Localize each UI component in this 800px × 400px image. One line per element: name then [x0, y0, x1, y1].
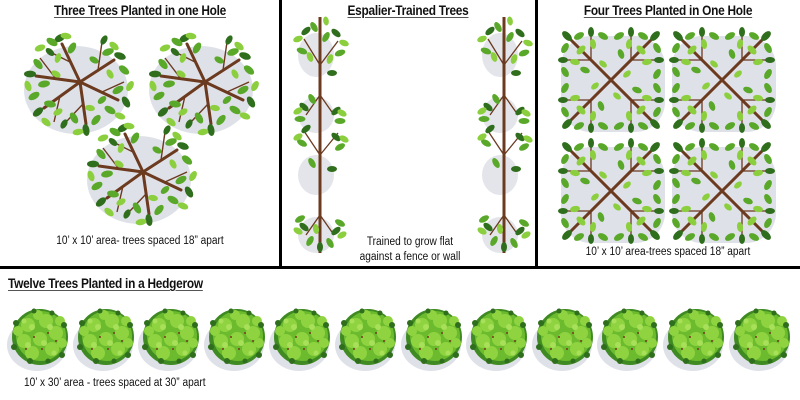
hedge-bush-icon [72, 305, 138, 371]
hedge-bush-icon [7, 305, 72, 371]
panel-title-hedgerow: Twelve Trees Planted in a Hedgerow [8, 276, 203, 291]
hedge-bush-icon [138, 305, 203, 371]
hedge-bush-icon [203, 305, 269, 371]
caption-espalier-line2: against a fence or wall [359, 251, 461, 263]
hedge-bush-icon [400, 305, 466, 371]
hedge-bush-icon [728, 305, 794, 371]
tree-icon-four-4 [666, 135, 778, 247]
caption-espalier: Trained to grow flat against a fence or … [348, 235, 471, 265]
espalier-tree-icon-right [474, 10, 536, 260]
tree-icon-four-3 [555, 135, 667, 247]
tree-icon-four-2 [666, 24, 778, 136]
hedge-bush-icon [531, 305, 597, 371]
caption-three-trees: 10’ x 10’ area- trees spaced 18” apart [56, 235, 224, 247]
espalier-tree-icon-left [290, 10, 352, 260]
caption-hedgerow: 10’ x 30’ area - trees spaced at 30” apa… [24, 377, 206, 389]
caption-espalier-line1: Trained to grow flat [366, 236, 454, 248]
divider-vertical-left [279, 0, 282, 268]
hedge-bush-icon [597, 305, 662, 371]
hedge-bush-icon [466, 305, 531, 371]
tree-icon-four-1 [555, 24, 667, 136]
caption-four-trees: 10’ x 10’ area-trees spaced 18” apart [585, 246, 751, 258]
panel-title-espalier: Espalier-Trained Trees [347, 3, 469, 18]
panel-title-four-trees: Four Trees Planted in One Hole [583, 3, 753, 18]
divider-vertical-right [535, 0, 538, 268]
hedge-bush-icon [663, 305, 728, 371]
divider-horizontal [0, 266, 800, 269]
tree-icon-three-3 [83, 112, 203, 232]
panel-title-three-trees: Three Trees Planted in one Hole [53, 3, 227, 18]
hedge-bush-icon [269, 305, 334, 371]
hedge-bush-icon [335, 305, 400, 371]
